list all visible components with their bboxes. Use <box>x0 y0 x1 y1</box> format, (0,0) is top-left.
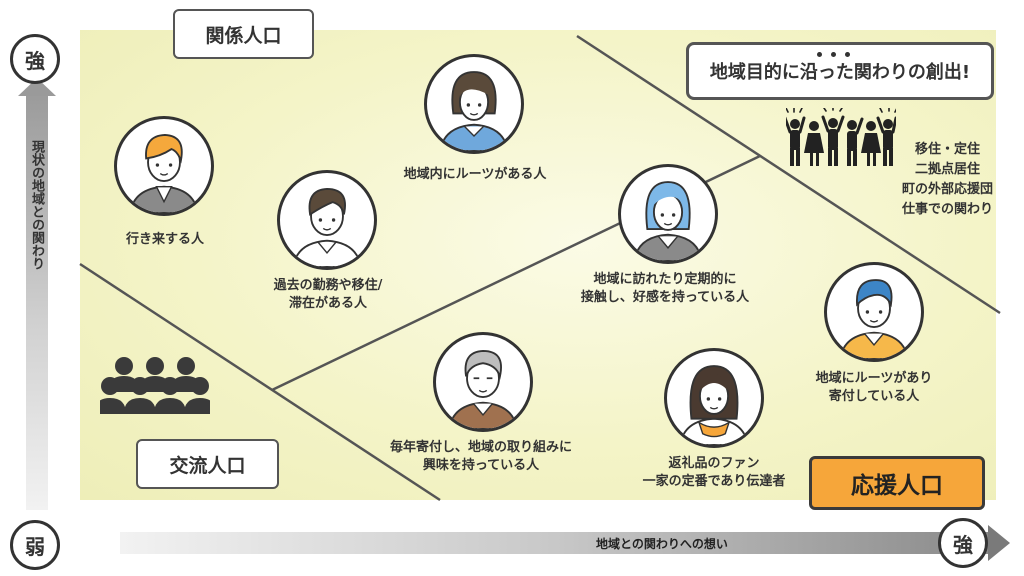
caption-node-1: 行き来する人 <box>113 231 217 249</box>
region-label-oen: 応援人口 <box>809 456 985 510</box>
person-node-3 <box>424 54 524 154</box>
caption-line: 過去の勤務や移住/ <box>273 278 383 293</box>
region-label-kankei: 関係人口 <box>173 9 314 59</box>
person-node-2 <box>277 170 377 270</box>
caption-line: 行き来する人 <box>125 232 204 247</box>
region-label-koryu: 交流人口 <box>136 439 279 489</box>
vertical-axis-track <box>26 90 48 510</box>
caption-line: 返礼品のファン <box>668 456 760 471</box>
divider-upper-right <box>576 34 1001 315</box>
axis-top-marker: 強 <box>10 34 60 84</box>
caption-line: 滞在がある人 <box>288 296 367 311</box>
caption-node-6: 返礼品のファン 一家の定番であり伝達者 <box>618 455 810 491</box>
caption-line: 接触し、好感を持っている人 <box>580 290 750 305</box>
emphasis-dot <box>845 52 850 57</box>
caption-line: 地域にルーツがあり <box>815 371 933 386</box>
caption-node-7: 地域にルーツがあり 寄付している人 <box>794 370 954 406</box>
caption-line: 一家の定番であり伝達者 <box>642 474 786 489</box>
group-item: 移住・定住 <box>915 142 981 157</box>
person-dark-hair-icon <box>292 188 362 267</box>
person-blue-hair-icon <box>839 279 909 359</box>
horizontal-axis-label: 地域との関わりへの想い <box>596 537 728 551</box>
caption-line: 寄付している人 <box>828 389 920 404</box>
axis-bottom-marker: 弱 <box>10 520 60 570</box>
divider-lower-left <box>79 262 441 502</box>
group-item: 仕事での関わり <box>902 202 994 217</box>
person-node-6 <box>664 348 764 448</box>
caption-line: 興味を持っている人 <box>422 458 540 473</box>
horizontal-axis-track <box>120 532 990 554</box>
headline-box: 地域目的に沿った関わりの創出! <box>686 42 994 100</box>
caption-node-4: 地域に訪れたり定期的に 接触し、好感を持っている人 <box>560 271 770 307</box>
person-woman-blue-hair-icon <box>633 181 703 261</box>
group-item: 町の外部応援団 <box>902 182 994 197</box>
group-item: 二拠点居住 <box>915 162 981 177</box>
person-node-7 <box>824 262 924 362</box>
person-node-5 <box>433 332 533 432</box>
axis-right-marker: 強 <box>938 518 988 568</box>
emphasis-dot <box>831 52 836 57</box>
person-woman-blue-icon <box>439 71 509 151</box>
diagram-panel <box>80 30 996 500</box>
crowd-icon <box>100 357 210 414</box>
caption-line: 地域内にルーツがある人 <box>403 167 547 182</box>
cheering-people-icon <box>786 108 896 166</box>
caption-line: 毎年寄付し、地域の取り組みに <box>389 440 572 455</box>
horizontal-axis-arrow <box>988 525 1010 561</box>
person-node-1 <box>114 116 214 216</box>
caption-node-2: 過去の勤務や移住/ 滞在がある人 <box>254 277 402 313</box>
person-elderly-icon <box>448 350 518 429</box>
caption-line: 地域に訪れたり定期的に <box>593 272 737 287</box>
person-node-4 <box>618 164 718 264</box>
vertical-axis-label: 現状の地域との関わり <box>29 140 44 270</box>
emphasis-dot <box>817 52 822 57</box>
caption-node-5: 毎年寄付し、地域の取り組みに 興味を持っている人 <box>370 439 592 475</box>
caption-node-3: 地域内にルーツがある人 <box>392 166 558 184</box>
person-orange-hair-icon <box>129 134 199 213</box>
group-list: 移住・定住 二拠点居住 町の外部応援団 仕事での関わり <box>902 140 993 220</box>
person-woman-scarf-icon <box>679 365 749 445</box>
